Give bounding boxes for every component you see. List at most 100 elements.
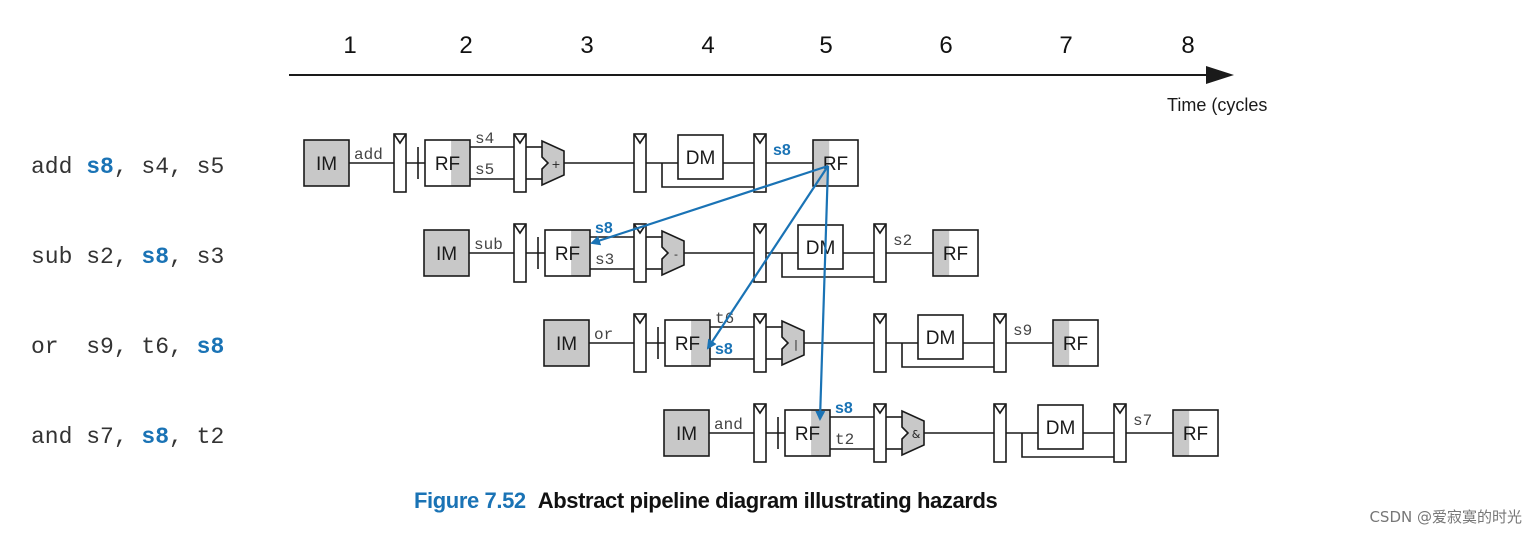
- pipeline-register: [993, 403, 1007, 463]
- dm-stage-bg: [678, 135, 723, 179]
- pipeline-register: [993, 313, 1007, 373]
- rf-write-stage-border: [932, 229, 979, 277]
- rf-read-stage-label: RF: [555, 244, 580, 265]
- rf-read-stage-shade: [811, 410, 830, 456]
- register-clock-notch: [753, 133, 767, 145]
- instruction-hazard-register: s8: [86, 154, 114, 180]
- figure-caption: Figure 7.52 Abstract pipeline diagram ill…: [414, 488, 998, 514]
- pipeline-register: [753, 223, 767, 283]
- cycle-label: 1: [343, 32, 356, 59]
- alu-operation-symbol: +: [551, 158, 560, 171]
- pipeline-register: [633, 133, 647, 193]
- instruction-text: sub s2, s8, s3: [31, 244, 224, 270]
- cycle-label: 7: [1059, 32, 1072, 59]
- dm-stage-label: DM: [686, 148, 716, 169]
- dm-stage-border: [1037, 404, 1084, 450]
- register-clock-notch: [633, 133, 647, 145]
- instruction-text: add s8, s4, s5: [31, 154, 224, 180]
- alu-unit: [661, 229, 685, 277]
- pipeline-register: [753, 403, 767, 463]
- register-clock-notch: [513, 223, 527, 235]
- opcode-label: and: [714, 416, 743, 434]
- rf-write-stage-shade: [933, 230, 950, 276]
- alu-operation-symbol: &: [912, 428, 921, 441]
- pipeline-register: [633, 313, 647, 373]
- instruction-text: and s7, s8, t2: [31, 424, 224, 450]
- instruction-part: , s4, s5: [114, 154, 224, 180]
- rf-read-stage-shade: [691, 320, 710, 366]
- rf-read-stage-shade: [451, 140, 470, 186]
- register-clock-notch: [873, 403, 887, 415]
- instruction-part: , s3: [169, 244, 224, 270]
- rf-write-stage-shade: [1173, 410, 1190, 456]
- instruction-part: add: [31, 154, 86, 180]
- rf-write-stage-label: RF: [1183, 424, 1208, 445]
- writeback-register-label: s9: [1013, 322, 1032, 340]
- time-axis-arrowhead: [1206, 66, 1234, 84]
- alu-unit: [781, 319, 805, 367]
- rf-source-top-label: s8: [835, 400, 853, 417]
- writeback-register-label: s7: [1133, 412, 1152, 430]
- cycle-label: 6: [939, 32, 952, 59]
- pipeline-register: [1113, 403, 1127, 463]
- dm-bypass-wire: [781, 253, 874, 278]
- im-stage-border: [303, 139, 350, 187]
- rf-read-stage-label: RF: [675, 334, 700, 355]
- rf-write-stage-border: [1172, 409, 1219, 457]
- register-clock-notch: [873, 223, 887, 235]
- figure-number: Figure 7.52: [414, 488, 526, 513]
- im-stage-border: [543, 319, 590, 367]
- rf-write-stage-label: RF: [823, 154, 848, 175]
- rf-source-bottom-label: t2: [835, 431, 854, 449]
- cycle-label: 2: [459, 32, 472, 59]
- pipeline-register: [393, 133, 407, 193]
- register-clock-notch: [633, 313, 647, 325]
- rf-read-stage-border: [544, 229, 591, 277]
- dm-stage-border: [917, 314, 964, 360]
- instruction-hazard-register: s8: [197, 334, 225, 360]
- pipeline-register: [873, 313, 887, 373]
- hazard-arrow: [590, 164, 829, 246]
- time-label-clip-mask: [1274, 90, 1354, 118]
- cycle-label: 8: [1181, 32, 1194, 59]
- im-stage-border: [663, 409, 710, 457]
- im-stage-label: IM: [316, 154, 337, 175]
- instruction-hazard-register: s8: [141, 424, 169, 450]
- hazard-arrow: [706, 165, 829, 350]
- dm-stage-border: [677, 134, 724, 180]
- rf-read-stage-label: RF: [795, 424, 820, 445]
- im-stage-shade: [664, 410, 709, 456]
- register-clock-notch: [993, 313, 1007, 325]
- dm-bypass-wire: [661, 163, 754, 188]
- pipeline-register: [513, 223, 527, 283]
- register-clock-notch: [1113, 403, 1127, 415]
- dm-stage-label: DM: [806, 238, 836, 259]
- figure-title: Abstract pipeline diagram illustrating h…: [537, 488, 998, 513]
- dm-bypass-wire: [901, 343, 994, 368]
- opcode-label: add: [354, 146, 383, 164]
- im-stage-label: IM: [436, 244, 457, 265]
- rf-write-stage-border: [812, 139, 859, 187]
- writeback-register-label: s8: [773, 142, 791, 159]
- watermark: CSDN @爱寂寞的时光: [1369, 508, 1522, 526]
- pipeline-register: [873, 223, 887, 283]
- hazard-arrows: [590, 164, 830, 421]
- alu-unit: [541, 139, 565, 187]
- alu-operation-symbol: -: [674, 248, 678, 261]
- pipeline-register: [513, 133, 527, 193]
- rf-write-stage-label: RF: [1063, 334, 1088, 355]
- hazard-arrow: [815, 165, 830, 421]
- dm-stage-bg: [918, 315, 963, 359]
- dm-stage-label: DM: [1046, 418, 1076, 439]
- opcode-label: or: [594, 326, 613, 344]
- dm-stage-bg: [1038, 405, 1083, 449]
- register-clock-notch: [753, 313, 767, 325]
- register-clock-notch: [393, 133, 407, 145]
